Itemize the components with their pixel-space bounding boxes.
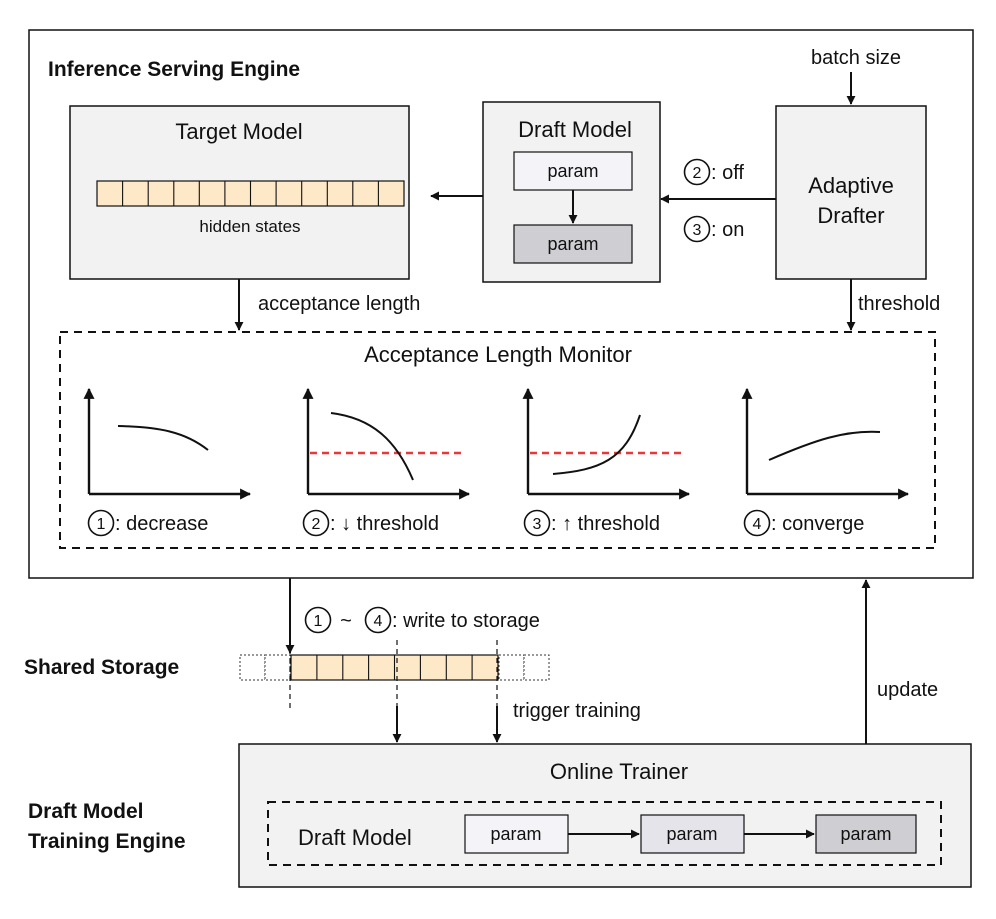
case-below-threshold-label: 2 : ↓ threshold xyxy=(302,509,439,537)
switch-off-label: 2 : off xyxy=(683,158,744,186)
hidden-states-bar xyxy=(96,180,405,207)
trainer-draft-model-dashed-box xyxy=(267,801,942,866)
inference-serving-engine-title: Inference Serving Engine xyxy=(48,58,300,81)
shared-storage-bar xyxy=(239,640,550,708)
switch-off-number-circle xyxy=(683,158,711,186)
adaptive-drafter-box xyxy=(775,105,927,280)
trainer-param-1 xyxy=(464,814,569,854)
case-2-number-circle xyxy=(302,509,330,537)
monitor-plot-decrease xyxy=(83,387,252,500)
threshold-label: threshold xyxy=(858,293,940,315)
svg-text:3: 3 xyxy=(533,516,542,533)
case-converge-label: 4 : converge xyxy=(743,509,864,537)
draft-param-bottom-label: param xyxy=(547,234,598,254)
write-to-number-circle xyxy=(364,606,392,634)
batch-size-label: batch size xyxy=(811,47,901,69)
adaptive-drafter-line2: Drafter xyxy=(817,203,884,228)
hidden-states-label: hidden states xyxy=(199,217,300,236)
svg-text:4: 4 xyxy=(374,613,383,630)
draft-model-title: Draft Model xyxy=(518,117,632,142)
write-to-storage-label: 1 ~ 4 : write to storage xyxy=(304,606,540,634)
switch-on-number-circle xyxy=(683,215,711,243)
adaptive-drafter-line1: Adaptive xyxy=(808,173,894,198)
trainer-param-2 xyxy=(640,814,745,854)
svg-text:: ↓ threshold: : ↓ threshold xyxy=(330,513,439,535)
acceptance-length-monitor-box xyxy=(59,331,936,549)
trainer-param-1-label: param xyxy=(490,824,541,844)
svg-text:: off: : off xyxy=(711,162,744,184)
svg-text:2: 2 xyxy=(312,516,321,533)
case-4-number-circle xyxy=(743,509,771,537)
trainer-param-3-label: param xyxy=(840,824,891,844)
online-trainer-title: Online Trainer xyxy=(550,759,688,784)
trainer-param-3 xyxy=(815,814,917,854)
svg-text:1: 1 xyxy=(97,516,106,533)
switch-on-label: 3 : on xyxy=(683,215,744,243)
curve-decrease xyxy=(117,425,209,451)
svg-text:2: 2 xyxy=(693,165,702,182)
draft-param-top-label: param xyxy=(547,161,598,181)
svg-text:4: 4 xyxy=(753,516,762,533)
svg-text:~: ~ xyxy=(340,610,352,632)
svg-text:: converge: : converge xyxy=(771,513,864,535)
svg-text:: on: : on xyxy=(711,219,744,241)
case-decrease-label: 1 : decrease xyxy=(87,509,208,537)
monitor-plot-below-threshold xyxy=(302,387,471,500)
case-above-threshold-label: 3 : ↑ threshold xyxy=(523,509,660,537)
monitor-plot-above-threshold xyxy=(522,387,691,500)
shared-storage-label: Shared Storage xyxy=(24,656,179,679)
case-3-number-circle xyxy=(523,509,551,537)
case-1-number-circle xyxy=(87,509,115,537)
draft-param-bottom xyxy=(513,224,633,264)
monitor-plot-converge xyxy=(741,387,910,500)
curve-above-threshold xyxy=(552,414,641,475)
svg-text:: decrease: : decrease xyxy=(115,513,208,535)
update-label: update xyxy=(877,679,938,701)
svg-text:: write to storage: : write to storage xyxy=(392,610,540,632)
trainer-draft-model-label: Draft Model xyxy=(298,825,412,850)
acceptance-length-label: acceptance length xyxy=(258,293,420,315)
trainer-param-2-label: param xyxy=(666,824,717,844)
svg-text:3: 3 xyxy=(693,222,702,239)
acceptance-length-monitor-title: Acceptance Length Monitor xyxy=(364,342,632,367)
training-engine-label-line1: Draft Model xyxy=(28,800,144,823)
curve-below-threshold xyxy=(330,412,414,481)
training-engine-label-line2: Training Engine xyxy=(28,830,186,853)
trigger-training-label: trigger training xyxy=(513,700,641,722)
target-model-title: Target Model xyxy=(175,119,302,144)
svg-text:1: 1 xyxy=(314,613,323,630)
write-from-number-circle xyxy=(304,606,332,634)
curve-converge xyxy=(768,430,881,461)
svg-text:: ↑ threshold: : ↑ threshold xyxy=(551,513,660,535)
